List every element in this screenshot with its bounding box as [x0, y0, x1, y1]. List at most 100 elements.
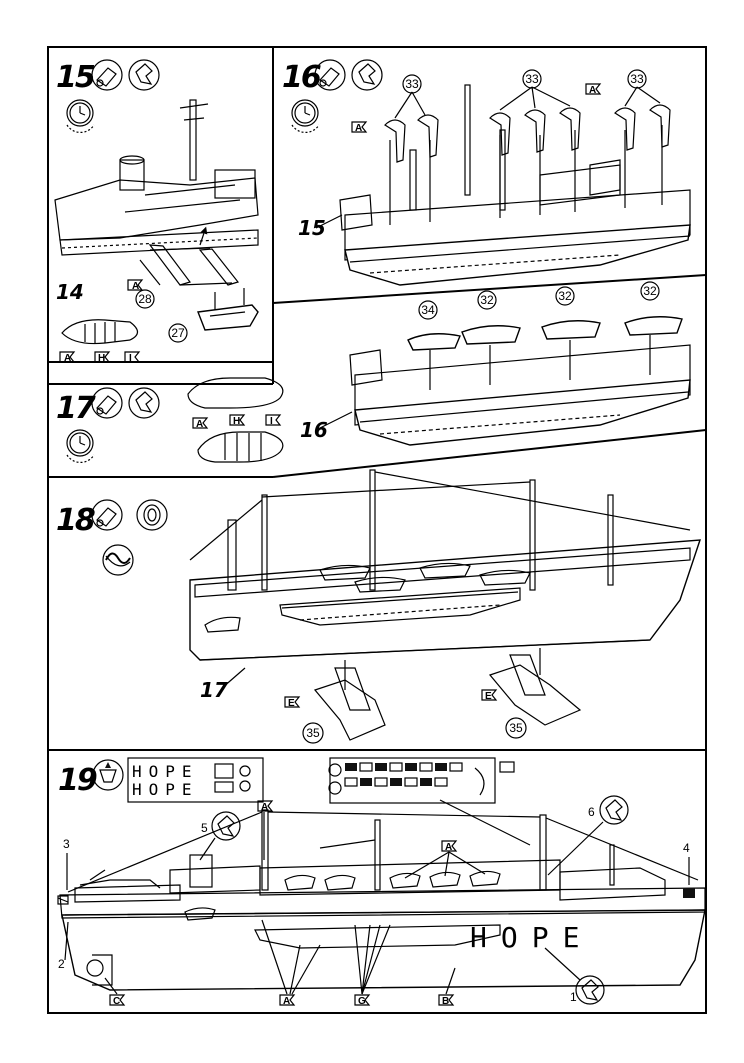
deck-fragment-15 — [54, 99, 259, 256]
flag-A-15: A — [127, 279, 144, 292]
svg-text:H: H — [98, 353, 105, 364]
step-number-18: 18 — [56, 503, 95, 538]
step-18: 18 — [56, 469, 701, 744]
svg-text:5: 5 — [201, 821, 208, 835]
part-callout-35-b: 35 — [505, 717, 527, 739]
davit-part-28 — [139, 226, 240, 286]
decal-name-1: HOPE — [132, 762, 199, 781]
part-callout-35-a: 35 — [302, 722, 324, 744]
flag-A-16-b: A — [585, 83, 602, 96]
part-callout-33-a: 33 — [402, 74, 422, 94]
flag-G-19: G — [354, 924, 391, 1007]
decal-water-icon — [92, 759, 124, 791]
svg-text:E: E — [485, 691, 492, 702]
hull-section-16 — [339, 84, 691, 286]
svg-text:33: 33 — [405, 77, 419, 91]
cement-icon — [128, 59, 160, 91]
svg-text:E: E — [288, 698, 295, 709]
step-17: 17 A H I — [56, 377, 284, 464]
part-callout-33-b: 33 — [522, 69, 542, 89]
svg-text:27: 27 — [171, 326, 185, 340]
panel-frames — [47, 46, 707, 1014]
svg-text:4: 4 — [683, 841, 690, 855]
glue-tube-icon — [91, 499, 123, 531]
glue-tube-icon — [91, 59, 123, 91]
ref-label-14: 14 — [56, 280, 84, 304]
flag-B-19: B — [438, 967, 456, 1007]
ref-label-15: 15 — [298, 216, 326, 240]
clock-icon — [66, 99, 95, 134]
callout-4: 4 — [683, 841, 690, 885]
flag-C-19: C — [104, 977, 126, 1007]
part-callout-27: 27 — [168, 323, 188, 343]
part-callout-32-b: 32 — [555, 286, 575, 306]
flag-A-19-top: A — [257, 800, 274, 860]
flag-A-16-a: A — [351, 121, 368, 134]
step-number-16: 16 — [282, 60, 321, 95]
svg-text:35: 35 — [306, 726, 320, 740]
svg-text:A: A — [64, 353, 71, 364]
lifeboat-part-27 — [197, 288, 259, 331]
callout-2: 2 — [58, 921, 69, 971]
flag-A-19-bottom: A — [261, 919, 321, 1007]
svg-text:6: 6 — [588, 805, 595, 819]
step-16-lifeboats: 34 32 32 32 16 — [300, 281, 691, 446]
svg-text:A: A — [132, 281, 139, 292]
part-callout-32-a: 32 — [477, 290, 497, 310]
thread-spool-icon — [136, 499, 168, 531]
step-16: 16 — [282, 59, 691, 286]
decal-name-2: HOPE — [132, 780, 199, 799]
svg-text:32: 32 — [480, 293, 494, 307]
svg-text:3: 3 — [63, 837, 70, 851]
svg-text:C: C — [113, 996, 120, 1007]
svg-text:32: 32 — [558, 289, 572, 303]
step-19: 19 HOPE HOPE — [57, 757, 706, 1007]
clock-icon — [66, 429, 95, 464]
flag-A-19-mid: A — [404, 840, 486, 879]
ref-label-17: 17 — [200, 678, 228, 702]
glue-tube-icon — [91, 387, 123, 419]
lifeboats-32-34 — [407, 316, 683, 390]
svg-text:A: A — [589, 85, 596, 96]
glue-tube-icon — [314, 59, 346, 91]
callout-1: 1 — [544, 947, 605, 1005]
part-callout-28: 28 — [135, 289, 155, 309]
hull-section-16b — [349, 344, 691, 446]
cement-icon — [351, 59, 383, 91]
step-15: 15 — [54, 59, 259, 364]
step-number-17: 17 — [56, 391, 96, 426]
part-callout-32-c: 32 — [640, 281, 660, 301]
part-callout-33-c: 33 — [627, 69, 647, 89]
step-number-15: 15 — [56, 60, 95, 95]
svg-text:28: 28 — [138, 292, 152, 306]
svg-text:H: H — [233, 416, 240, 427]
svg-text:I: I — [270, 416, 273, 427]
svg-text:A: A — [283, 996, 290, 1007]
flag-E-18-a: E — [284, 696, 301, 709]
decal-sheet: HOPE HOPE — [127, 757, 264, 803]
boat-cover-detail-15: A H I — [59, 319, 141, 364]
ship-hull-18 — [189, 469, 701, 661]
svg-text:33: 33 — [630, 72, 644, 86]
svg-text:1: 1 — [570, 990, 577, 1004]
svg-text:A: A — [355, 123, 362, 134]
boat-cover-17: A H I — [187, 377, 284, 463]
svg-text:34: 34 — [421, 303, 435, 317]
flag-decal-sheet — [328, 757, 531, 846]
callout-5: 5 — [199, 811, 241, 861]
svg-text:2: 2 — [58, 957, 65, 971]
svg-text:A: A — [261, 802, 268, 813]
ref-label-16: 16 — [300, 418, 328, 442]
svg-text:35: 35 — [509, 721, 523, 735]
svg-text:I: I — [129, 353, 132, 364]
clock-icon — [291, 99, 320, 134]
cement-icon — [128, 387, 160, 419]
svg-text:A: A — [196, 419, 203, 430]
svg-text:G: G — [358, 996, 366, 1007]
ship-final-19 — [57, 809, 706, 991]
part-callout-34: 34 — [418, 300, 438, 320]
svg-text:B: B — [442, 996, 449, 1007]
flag-E-18-b: E — [481, 689, 498, 702]
knot-icon — [102, 544, 134, 576]
